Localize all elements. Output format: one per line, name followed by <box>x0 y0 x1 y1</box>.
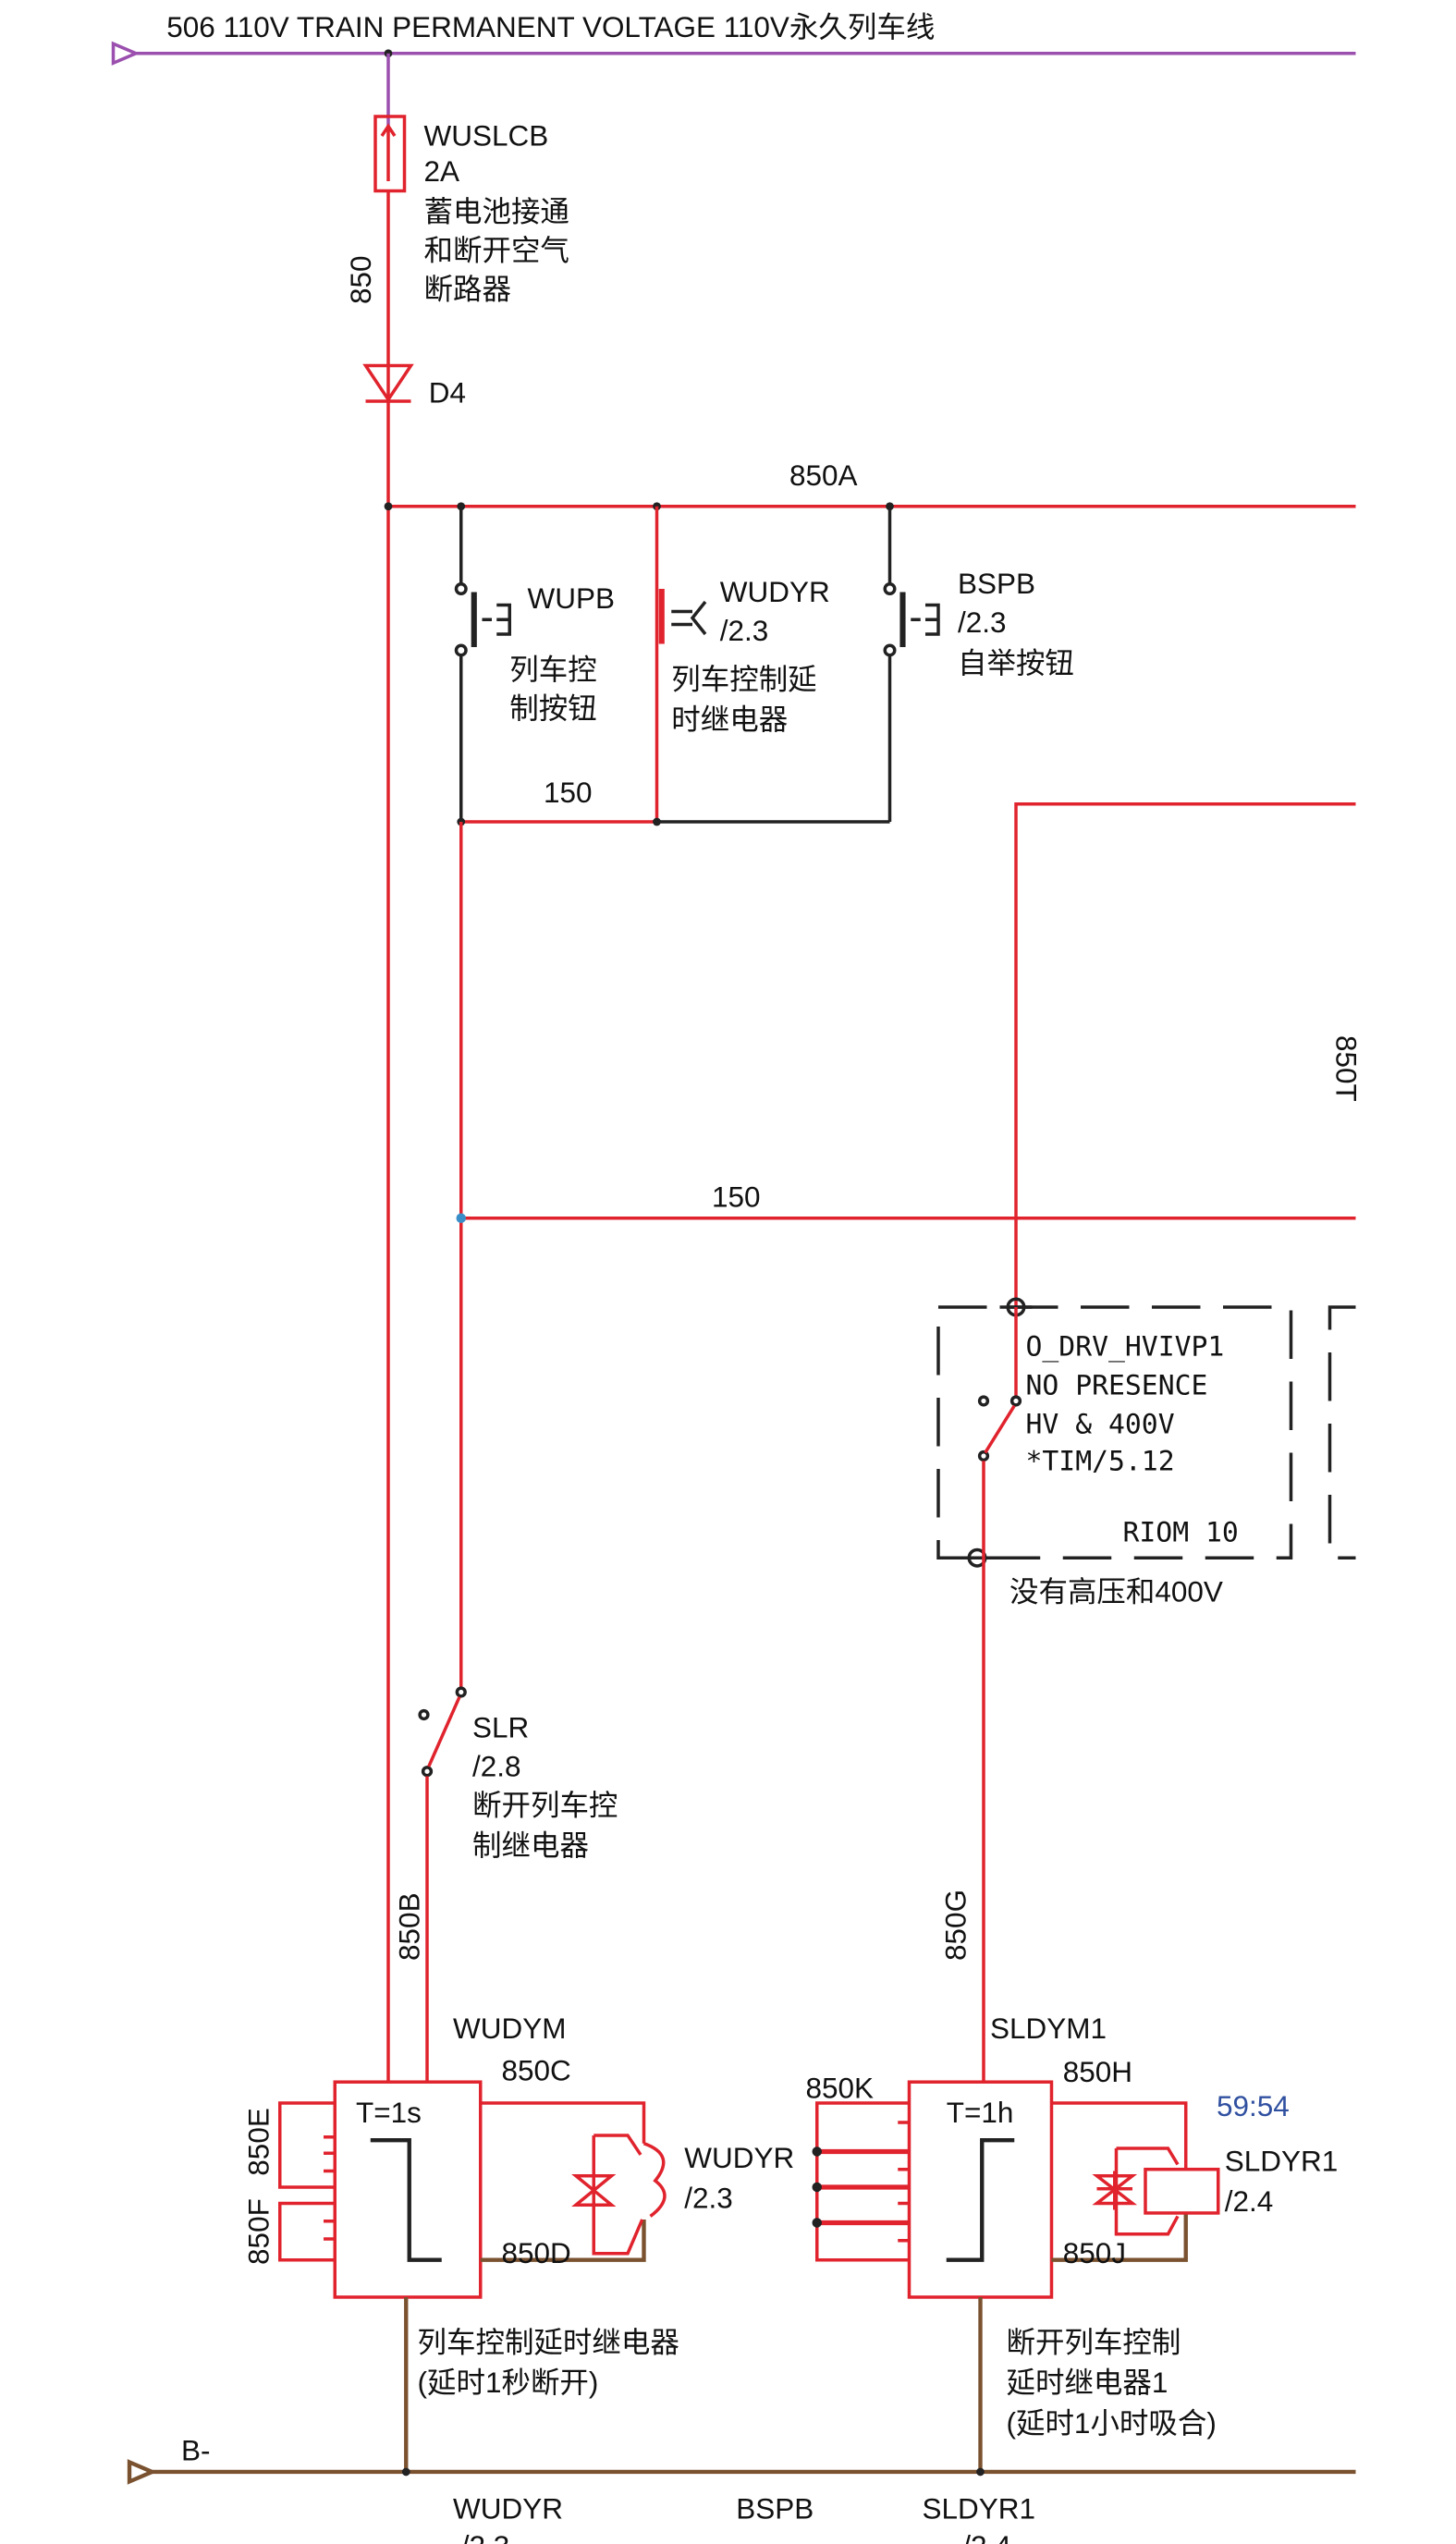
wire-label-850j: 850J <box>1063 2236 1126 2269</box>
sldym1-timer: T=1h <box>947 2096 1014 2129</box>
timer-relay-sldym1[interactable]: SLDYM1 T=1h 850K 850H 850J SLDYR1 /2.4 5… <box>805 2012 1338 2440</box>
diode-tag: D4 <box>429 376 466 410</box>
bus-terminal-icon <box>127 2459 158 2485</box>
bottom-ref-tag: BSPB <box>736 2492 814 2526</box>
riom-desc: 没有高压和400V <box>1009 1574 1223 1608</box>
wire-label-850h: 850H <box>1063 2055 1132 2088</box>
bus-terminal-icon <box>111 41 141 66</box>
bottom-ref-tag: SLDYR1 <box>922 2492 1035 2526</box>
wudyr-coil-tag: WUDYR <box>684 2141 794 2174</box>
sldyr1-timer-display: 59:54 <box>1217 2089 1290 2122</box>
wupb-desc: 列车控 <box>509 653 596 686</box>
sldym1-desc: (延时1小时吸合) <box>1006 2406 1216 2440</box>
off-delay-icon <box>370 2138 442 2262</box>
wudyr-coil-ref: /2.3 <box>684 2182 733 2215</box>
sldyr1-tag: SLDYR1 <box>1225 2144 1339 2177</box>
riom-line: O_DRV_HVIVP1 <box>1025 1330 1224 1363</box>
breaker-desc: 和断开空气 <box>424 234 569 267</box>
relay-coil-icon <box>1144 2167 1220 2215</box>
wire-label-850c: 850C <box>502 2053 571 2086</box>
pushbutton-icon <box>482 603 512 636</box>
bottom-ref-ref: /2.4 <box>962 2529 1011 2544</box>
contact-slr[interactable]: SLR /2.8 断开列车控 制继电器 <box>418 1686 618 1862</box>
wire-label-150-top: 150 <box>544 776 593 809</box>
delay-contact-icon <box>671 600 707 636</box>
wire-label-850: 850 <box>344 255 377 304</box>
wudym-timer: T=1s <box>356 2096 422 2129</box>
relay-coil-icon <box>571 2134 667 2256</box>
bspb-tag: BSPB <box>958 567 1035 600</box>
breaker-desc: 断路器 <box>424 273 511 306</box>
contact-wudyr[interactable]: WUDYR /2.3 列车控制延 时继电器 <box>655 506 830 822</box>
terminal-icon <box>960 1547 994 1568</box>
bottom-ref-ref: /2.3 <box>461 2529 510 2544</box>
top-bus-label: 506 110V TRAIN PERMANENT VOLTAGE 110V永久列… <box>166 10 935 43</box>
slr-desc: 制继电器 <box>472 1828 589 1862</box>
riom-module-label: RIOM 10 <box>1122 1517 1238 1549</box>
wire-label-850g: 850G <box>939 1890 973 1961</box>
bspb-desc: 自举按钮 <box>958 646 1074 679</box>
wire-label-850b: 850B <box>392 1892 425 1961</box>
breaker-rating: 2A <box>424 154 460 188</box>
diode-icon <box>362 363 414 403</box>
slr-tag: SLR <box>472 1710 529 1743</box>
wupb-tag: WUPB <box>528 581 615 615</box>
wire-label-850d: 850D <box>502 2236 571 2269</box>
wudym-desc: (延时1秒断开) <box>418 2366 599 2399</box>
top-bus: 506 110V TRAIN PERMANENT VOLTAGE 110V永久列… <box>111 10 1356 66</box>
wire-label-150-mid: 150 <box>712 1180 761 1213</box>
riom-module[interactable]: O_DRV_HVIVP1 NO PRESENCE HV & 400V *TIM/… <box>936 1297 1356 1608</box>
wudyr-contact-ref: /2.3 <box>720 614 769 647</box>
sldym1-tag: SLDYM1 <box>990 2012 1107 2045</box>
timer-relay-wudym[interactable]: WUDYM T=1s 850E 850F 850C 850D WUDYR /2.… <box>242 2012 795 2399</box>
wire-label-850f: 850F <box>242 2198 275 2265</box>
wudym-desc: 列车控制延时继电器 <box>418 2325 679 2358</box>
sldym1-desc: 延时继电器1 <box>1006 2366 1168 2399</box>
bottom-bus: B- WUDYR /2.3 BSPB SLDYR1 /2.4 <box>127 2434 1356 2544</box>
pushbutton-wupb[interactable]: WUPB 列车控 制按钮 <box>454 506 615 725</box>
wudym-tag: WUDYM <box>453 2012 566 2045</box>
wupb-desc: 制按钮 <box>509 691 596 725</box>
breaker-desc: 蓄电池接通 <box>424 195 569 228</box>
sldym1-desc: 断开列车控制 <box>1006 2325 1181 2358</box>
bottom-bus-label: B- <box>181 2434 210 2467</box>
sldyr1-ref: /2.4 <box>1225 2184 1274 2218</box>
breaker-tag: WUSLCB <box>424 118 549 152</box>
wire-label-850k: 850K <box>805 2072 874 2105</box>
breaker-icon <box>373 115 407 193</box>
riom-line: HV & 400V <box>1025 1408 1174 1440</box>
riom-line: NO PRESENCE <box>1025 1369 1207 1401</box>
pushbutton-icon <box>911 603 940 636</box>
wudyr-contact-desc: 时继电器 <box>671 703 788 736</box>
riom-line: *TIM/5.12 <box>1025 1446 1174 1478</box>
diode-d4: D4 <box>362 363 466 410</box>
bspb-ref: /2.3 <box>958 605 1007 639</box>
on-delay-icon <box>946 2138 1015 2262</box>
breaker-wuslcb[interactable]: WUSLCB 2A 蓄电池接通 和断开空气 断路器 <box>373 53 569 306</box>
slr-ref: /2.8 <box>472 1749 521 1782</box>
wire-label-850t: 850T <box>1329 1035 1363 1102</box>
wudyr-contact-tag: WUDYR <box>720 575 830 608</box>
bottom-ref-tag: WUDYR <box>453 2492 563 2526</box>
wire-label-850e: 850E <box>242 2108 275 2176</box>
slr-desc: 断开列车控 <box>472 1788 618 1821</box>
wire-label-850a: 850A <box>789 459 858 492</box>
wudyr-contact-desc: 列车控制延 <box>671 662 816 695</box>
pushbutton-bspb[interactable]: BSPB /2.3 自举按钮 <box>883 506 1074 679</box>
